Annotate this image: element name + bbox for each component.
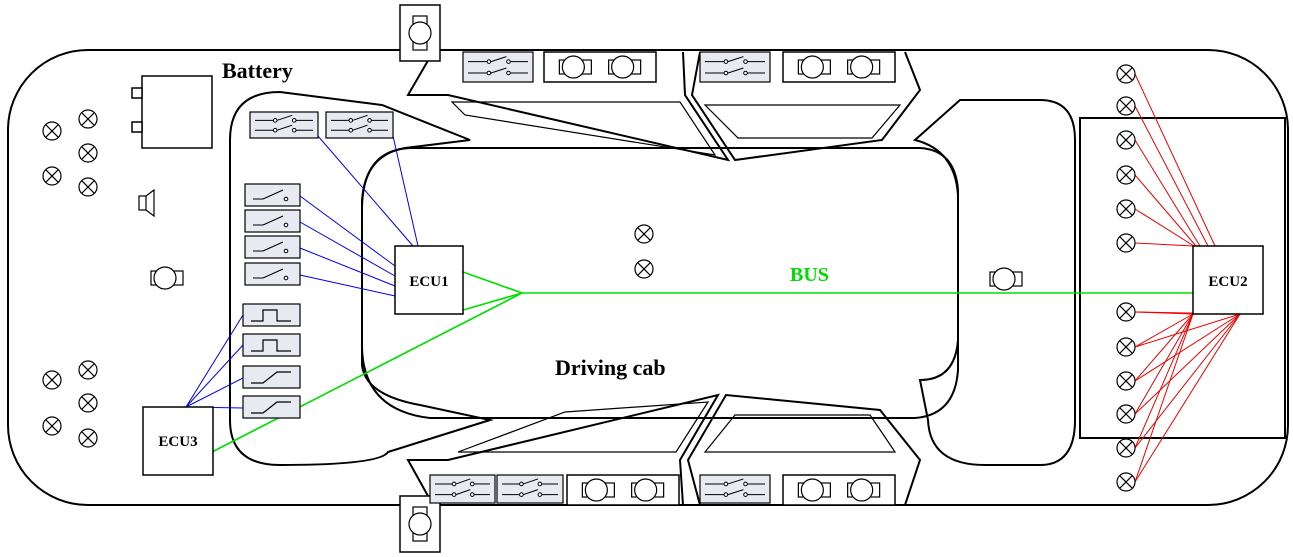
ecu1-box (394, 245, 464, 315)
lamp-icon (78, 177, 98, 197)
ecu3-box (142, 406, 214, 476)
lamp-icon (78, 143, 98, 163)
speaker-icon (138, 188, 155, 218)
lamp-icon (1116, 233, 1136, 253)
rear-compartment (1079, 117, 1286, 439)
lamp-icon (78, 360, 98, 380)
lamp-icon (1116, 404, 1136, 424)
motor-icon (581, 478, 615, 502)
top-left-window (450, 101, 717, 156)
lamp-icon (1116, 371, 1136, 391)
motor-icon (797, 55, 831, 79)
lamp-icon (78, 428, 98, 448)
double-switch-icon (699, 51, 771, 83)
bottom-left-door-frame (406, 393, 721, 506)
double-switch-icon (496, 474, 564, 504)
right-inner-panel (912, 99, 1076, 466)
lamp-icon (1116, 199, 1136, 219)
ecu3-label: ECU3 (158, 434, 197, 450)
lamp-icon (1116, 438, 1136, 458)
ecu2-label: ECU2 (1208, 274, 1247, 290)
signal-group (242, 303, 301, 419)
switch-icon (244, 183, 301, 207)
motor-pair (782, 474, 896, 506)
pulse-signal-icon (242, 333, 301, 357)
double-switch-icon (429, 474, 496, 504)
double-switch-group (249, 51, 771, 504)
lamp-icon (78, 109, 98, 129)
bus-wires (211, 271, 1193, 453)
ramp-signal-icon (242, 365, 301, 389)
ecu1-wires (299, 135, 419, 297)
top-right-window (703, 104, 902, 139)
switch-icon (244, 235, 301, 259)
ecu2-box (1192, 245, 1264, 315)
motor-pair (782, 51, 896, 83)
lamp-icon (1116, 64, 1136, 84)
lamp-icon (1116, 337, 1136, 357)
ecu3-wires (185, 314, 244, 409)
mirror-motor (399, 495, 441, 553)
top-right-door-frame (690, 51, 922, 162)
ecu1-label: ECU1 (409, 274, 448, 290)
motor-pair (566, 474, 680, 506)
lamp-icon (1116, 302, 1136, 322)
driving-cab-label: Driving cab (555, 355, 666, 380)
lamp-icon (42, 166, 62, 186)
lamp-icon (1116, 472, 1136, 492)
lamp-icon (1116, 130, 1136, 150)
motor-pair (543, 51, 657, 83)
bus-label: BUS (790, 264, 829, 286)
motor-icon (631, 478, 665, 502)
lamp-icon (42, 121, 62, 141)
lamp-icon (42, 416, 62, 436)
double-switch-icon (462, 51, 534, 83)
lamp-icon (634, 259, 654, 279)
double-switch-icon (699, 474, 771, 504)
mirror-motor (399, 4, 441, 62)
switch-group (244, 183, 301, 286)
ramp-signal-icon (242, 395, 301, 419)
motors-group (150, 4, 1023, 553)
lamp-icon (42, 370, 62, 390)
motor-icon (797, 478, 831, 502)
motor-icon (847, 55, 881, 79)
double-switch-icon (325, 111, 394, 139)
bottom-left-window (457, 401, 710, 453)
motor-icon (408, 506, 432, 542)
lamp-icon (634, 224, 654, 244)
motor-icon (408, 15, 432, 51)
double-switch-icon (249, 111, 319, 139)
motor-icon (150, 266, 184, 290)
switch-icon (244, 262, 301, 286)
bottom-right-window (703, 414, 897, 453)
battery-icon (131, 75, 213, 149)
top-left-door-frame (406, 51, 731, 162)
lamp-icon (1116, 96, 1136, 116)
motor-icon (989, 267, 1023, 291)
lamps-group (42, 64, 1136, 492)
pulse-signal-icon (242, 303, 301, 327)
motor-icon (847, 478, 881, 502)
switch-icon (244, 209, 301, 233)
lamp-icon (78, 393, 98, 413)
motor-icon (608, 55, 642, 79)
lamp-icon (1116, 165, 1136, 185)
motor-icon (558, 55, 592, 79)
battery-label: Battery (222, 58, 293, 83)
bottom-right-door-frame (686, 393, 922, 506)
